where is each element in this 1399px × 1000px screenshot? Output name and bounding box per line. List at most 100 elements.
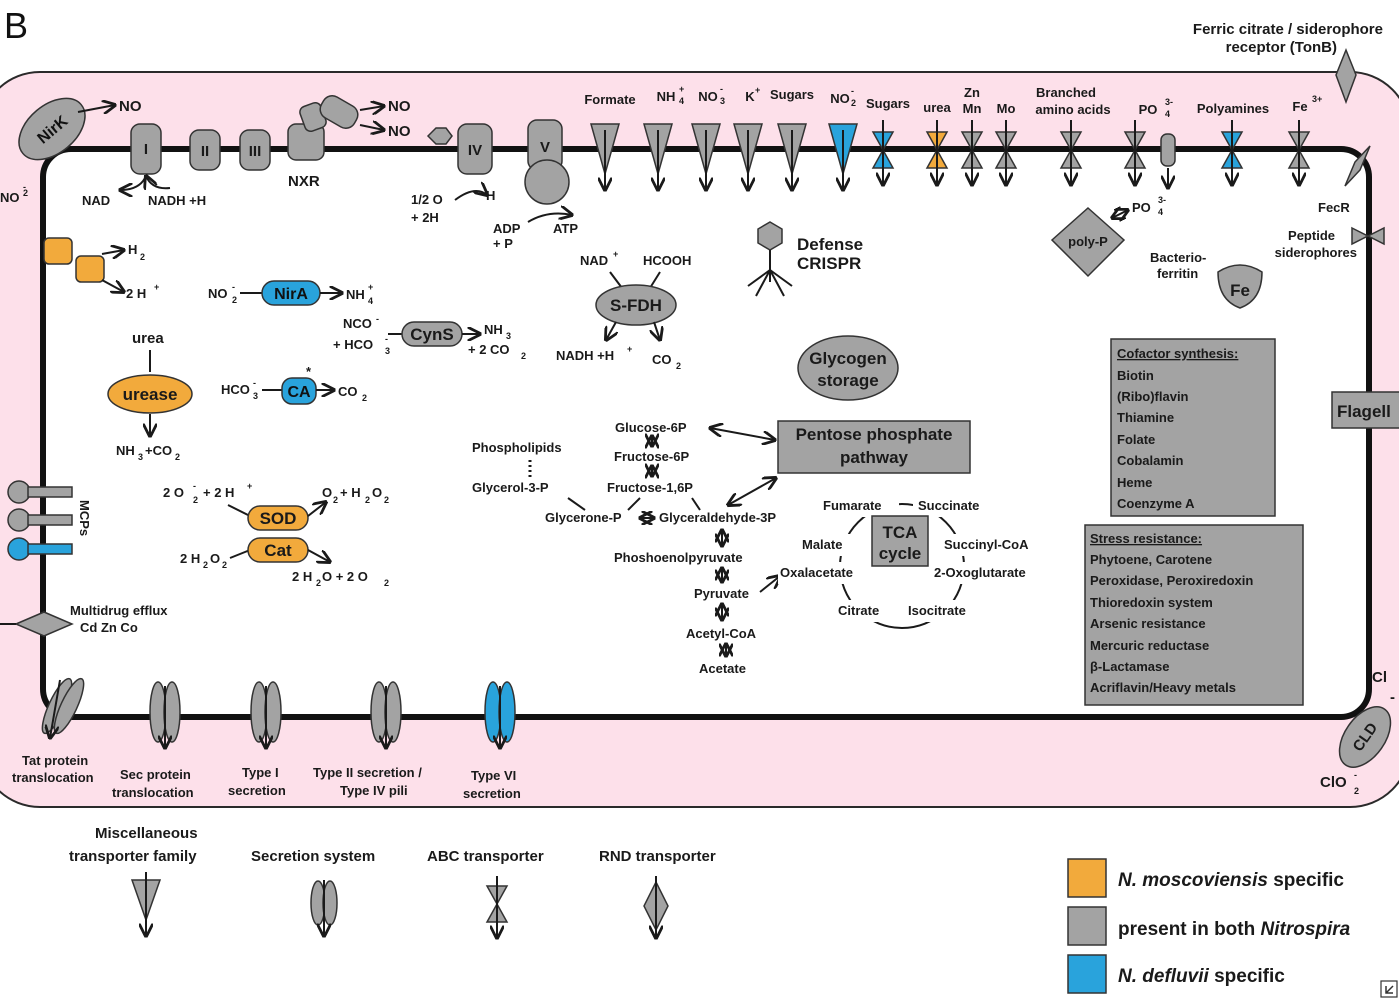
svg-text:2: 2 bbox=[521, 351, 526, 361]
transporter-nitrite-blue: NO -2 bbox=[828, 86, 858, 190]
svg-text:2: 2 bbox=[140, 252, 145, 262]
cofactor-item: Biotin bbox=[1117, 368, 1154, 383]
cofactor-item: Cobalamin bbox=[1117, 453, 1184, 468]
glucose-6p-label: Glucose-6P bbox=[615, 420, 687, 435]
stress-item: Mercuric reductase bbox=[1090, 638, 1209, 653]
svg-text:4: 4 bbox=[1158, 207, 1163, 217]
abc-mo: Mo bbox=[994, 101, 1018, 185]
svg-text:NO: NO bbox=[698, 89, 718, 104]
svg-text:Fe: Fe bbox=[1292, 99, 1307, 114]
fumarate-label: Fumarate bbox=[823, 498, 882, 513]
svg-text:urea: urea bbox=[923, 100, 951, 115]
expand-icon[interactable] bbox=[1380, 980, 1398, 998]
atp-label: ATP bbox=[553, 221, 578, 236]
sfdh-nadh-label: NADH +H bbox=[556, 348, 614, 363]
two-o2-label: 2 O bbox=[163, 485, 184, 500]
svg-text:Glycogen: Glycogen bbox=[809, 349, 886, 368]
type-vi-label-1: Type VI bbox=[471, 768, 516, 783]
po4-polyp-label: PO bbox=[1132, 200, 1151, 215]
no2-left-label: NO bbox=[0, 190, 20, 205]
cl-label: Cl bbox=[1372, 669, 1387, 686]
type-ii-label-2: Type IV pili bbox=[340, 783, 408, 798]
bacterioferritin-label-2: ferritin bbox=[1157, 266, 1198, 281]
svg-text:Pentose phosphate: Pentose phosphate bbox=[796, 425, 953, 444]
svg-text:O + 2 O: O + 2 O bbox=[322, 569, 368, 584]
svg-text:Mo: Mo bbox=[997, 101, 1016, 116]
acetate-label: Acetate bbox=[699, 661, 746, 676]
svg-text:Cofactor synthesis:: Cofactor synthesis: bbox=[1117, 346, 1238, 361]
svg-text:Sugars: Sugars bbox=[770, 87, 814, 102]
legend-gray-swatch bbox=[1067, 906, 1107, 946]
citrate-label: Citrate bbox=[838, 603, 879, 618]
glyceraldehyde-3p-label: Glyceraldehyde-3P bbox=[659, 510, 776, 525]
svg-text:2: 2 bbox=[676, 361, 681, 371]
abc-polyamines: Polyamines bbox=[1197, 101, 1269, 185]
hcooh-label: HCOOH bbox=[643, 253, 691, 268]
cofactor-synthesis-box: Cofactor synthesis: Biotin (Ribo)flavin … bbox=[1110, 338, 1276, 517]
svg-text:4: 4 bbox=[679, 96, 684, 106]
svg-text:2: 2 bbox=[232, 295, 237, 305]
tonb-receptor-icon bbox=[1335, 47, 1357, 105]
tonb-label: receptor (TonB) bbox=[1226, 39, 1337, 56]
svg-text:+: + bbox=[154, 282, 159, 292]
svg-text:+CO: +CO bbox=[145, 443, 172, 458]
legend-misc-icon bbox=[130, 872, 162, 936]
malate-label: Malate bbox=[802, 537, 842, 552]
pep-label: Phoshoenolpyruvate bbox=[614, 550, 743, 565]
mcp-receptors bbox=[7, 480, 73, 561]
legend-secretion-icon bbox=[310, 880, 338, 936]
fe-label: Fe bbox=[1230, 281, 1250, 300]
transporter-formate: Formate bbox=[584, 92, 636, 190]
tca-cycle-box: TCA cycle bbox=[871, 515, 929, 567]
svg-text:Stress resistance:: Stress resistance: bbox=[1090, 531, 1202, 546]
cofactor-item: Thiamine bbox=[1117, 410, 1174, 425]
peptide-transporter-icon bbox=[1351, 226, 1385, 246]
nadh-label: NADH +H bbox=[148, 193, 206, 208]
isocitrate-label: Isocitrate bbox=[908, 603, 966, 618]
hco3-ca-label: HCO bbox=[221, 382, 250, 397]
svg-text:Zn: Zn bbox=[964, 85, 980, 100]
svg-text:-: - bbox=[193, 481, 196, 491]
svg-text:pathway: pathway bbox=[840, 448, 909, 467]
hydrogenase bbox=[43, 237, 105, 283]
cofactor-item: Coenzyme A bbox=[1117, 496, 1195, 511]
legend-rnd-icon bbox=[643, 876, 669, 938]
svg-text:O: O bbox=[210, 551, 220, 566]
two-hplus-label: 2 H bbox=[126, 286, 146, 301]
nxr-label: NXR bbox=[288, 173, 320, 190]
svg-text:+: + bbox=[679, 84, 684, 94]
svg-text:2: 2 bbox=[851, 98, 856, 108]
cofactor-item: (Ribo)flavin bbox=[1117, 389, 1189, 404]
multidrug-label: Multidrug efflux bbox=[70, 603, 168, 618]
transporter-sugars: Sugars bbox=[770, 87, 814, 190]
fructose-16p-label: Fructose-1,6P bbox=[607, 480, 693, 495]
svg-text:-: - bbox=[23, 182, 26, 192]
urea-label: urea bbox=[132, 330, 164, 347]
nad-label: NAD bbox=[82, 193, 110, 208]
stress-item: Thioredoxin system bbox=[1090, 595, 1213, 610]
svg-text:K: K bbox=[745, 89, 755, 104]
pentose-phosphate-box: Pentose phosphate pathway bbox=[777, 420, 971, 474]
tat-label-1: Tat protein bbox=[22, 753, 88, 768]
type-ii-secretion bbox=[370, 681, 402, 748]
sfdh-co2-label: CO bbox=[652, 352, 672, 367]
legend-rnd-label: RND transporter bbox=[599, 848, 716, 865]
fecr-icon bbox=[1344, 145, 1371, 187]
svg-text:4: 4 bbox=[368, 296, 373, 306]
legend-secretion-label: Secretion system bbox=[251, 848, 375, 865]
svg-text:I: I bbox=[144, 141, 148, 158]
tat-label-2: translocation bbox=[12, 770, 94, 785]
phospholipids-label: Phospholipids bbox=[472, 440, 562, 455]
abc-sugars: Sugars bbox=[866, 96, 910, 185]
svg-text:2: 2 bbox=[193, 495, 198, 505]
nira-nh4-label: NH bbox=[346, 287, 365, 302]
svg-text:O: O bbox=[372, 485, 382, 500]
svg-text:amino acids: amino acids bbox=[1035, 102, 1110, 117]
nira-enzyme: NirA bbox=[261, 280, 321, 306]
legend-abc-label: ABC transporter bbox=[427, 848, 544, 865]
peptide-label: Peptide bbox=[1288, 228, 1335, 243]
svg-text:-: - bbox=[385, 334, 388, 344]
half-o2-label: 1/2 O bbox=[411, 192, 443, 207]
transporter-potassium: K + bbox=[733, 85, 763, 190]
